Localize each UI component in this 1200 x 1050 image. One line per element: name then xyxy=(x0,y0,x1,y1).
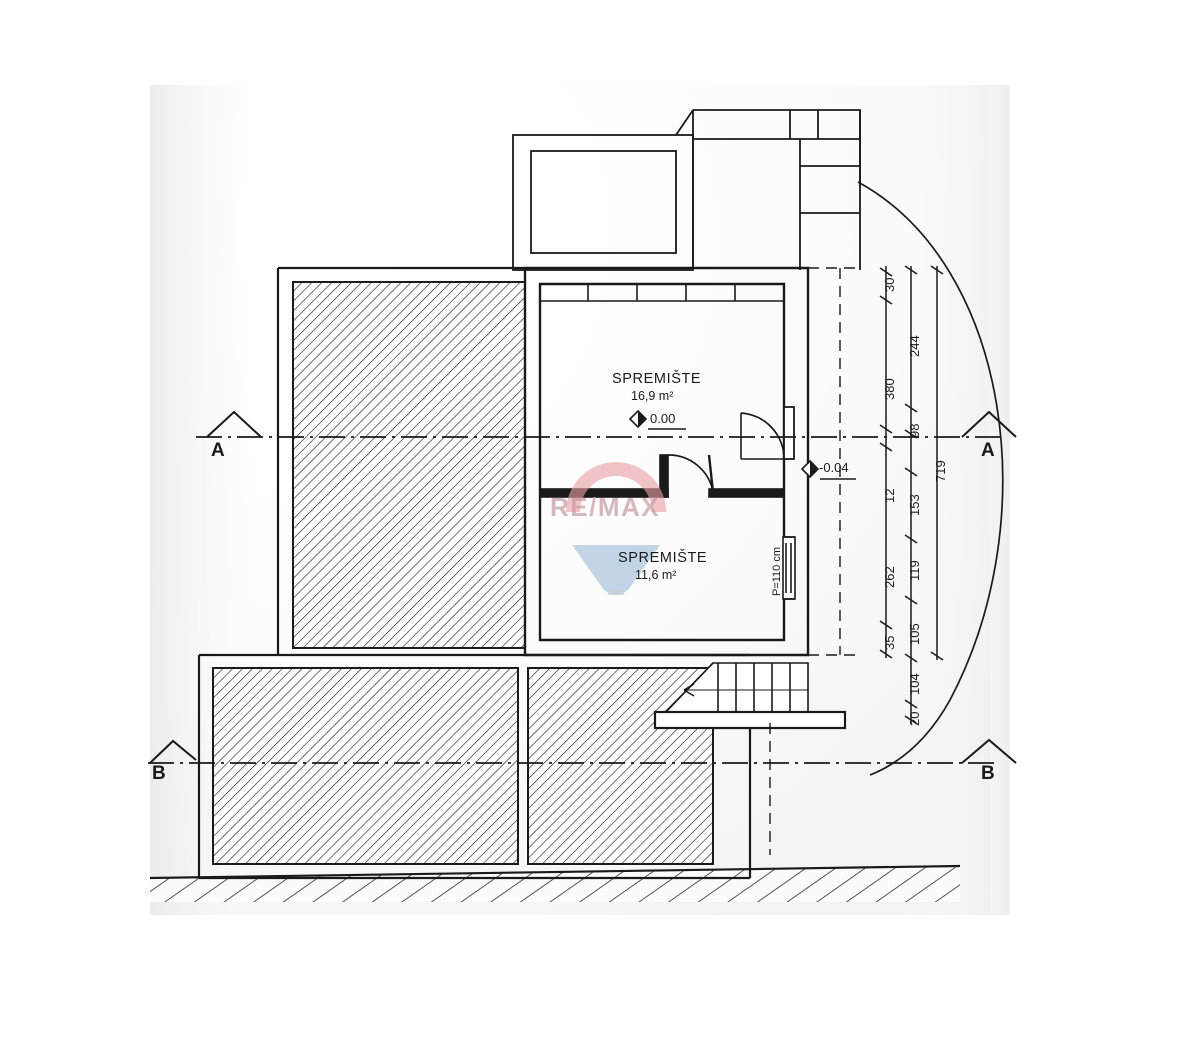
elevation-label-1: -0.04 xyxy=(819,460,849,475)
upper-terrace-outline xyxy=(512,109,861,271)
section-letter-b-left: B xyxy=(152,763,166,784)
wall-block-lower-left xyxy=(212,667,714,865)
dimension-inner-3: 262 xyxy=(882,566,897,588)
dimension-inner-1: 380 xyxy=(882,378,897,400)
dimension-middle-3: 119 xyxy=(907,560,922,581)
dimension-inner-4: 35 xyxy=(882,635,897,650)
stair-landing xyxy=(653,710,847,730)
section-letter-a-right: A xyxy=(981,440,995,461)
dimension-chain-middle xyxy=(904,265,918,725)
room-label-spremiste-1: SPREMIŠTE xyxy=(612,371,702,387)
dimension-middle-5: 104 xyxy=(907,673,922,695)
section-marker-a-left xyxy=(206,410,262,438)
section-marker-b-right xyxy=(961,738,1017,764)
dimension-outer-0: 719 xyxy=(933,460,948,482)
dimension-inner-2: 12 xyxy=(882,488,897,503)
section-marker-b-left xyxy=(149,739,197,764)
dimension-chain-outer xyxy=(930,265,944,661)
dimension-middle-6: 20 xyxy=(907,711,922,726)
dimension-middle-0: 244 xyxy=(907,335,922,357)
room-label-spremiste-2: SPREMIŠTE xyxy=(618,550,708,566)
wall-block-upper-left xyxy=(292,281,526,649)
dimension-inner-0: 30 xyxy=(882,277,897,292)
dimension-middle-4: 105 xyxy=(907,623,922,645)
terrain-hatch xyxy=(149,864,961,902)
hidden-lines xyxy=(769,267,858,855)
room-area-spremiste-2: 11,6 m² xyxy=(635,568,677,582)
elevation-symbol-0 xyxy=(628,409,686,430)
section-marker-a-right xyxy=(961,410,1017,438)
dimension-middle-1: 98 xyxy=(907,423,922,438)
boundary-arc xyxy=(857,181,1004,776)
room-area-spremiste-1: 16,9 m² xyxy=(631,389,674,403)
dimension-chain-inner xyxy=(879,266,893,659)
window-right-wall xyxy=(782,536,796,600)
top-beam-divisions xyxy=(540,284,784,302)
elevation-label-0: 0.00 xyxy=(650,411,676,426)
elevation-symbol-1 xyxy=(800,459,856,480)
section-letter-a-left: A xyxy=(211,440,225,461)
entry-door xyxy=(740,406,795,460)
section-letter-b-right: B xyxy=(981,763,995,784)
interior-door-swing xyxy=(667,454,715,493)
window-sill-annotation: P=110 cm xyxy=(771,546,783,596)
wall-outline-upper-left xyxy=(276,266,525,655)
dimension-middle-2: 153 xyxy=(907,494,922,516)
